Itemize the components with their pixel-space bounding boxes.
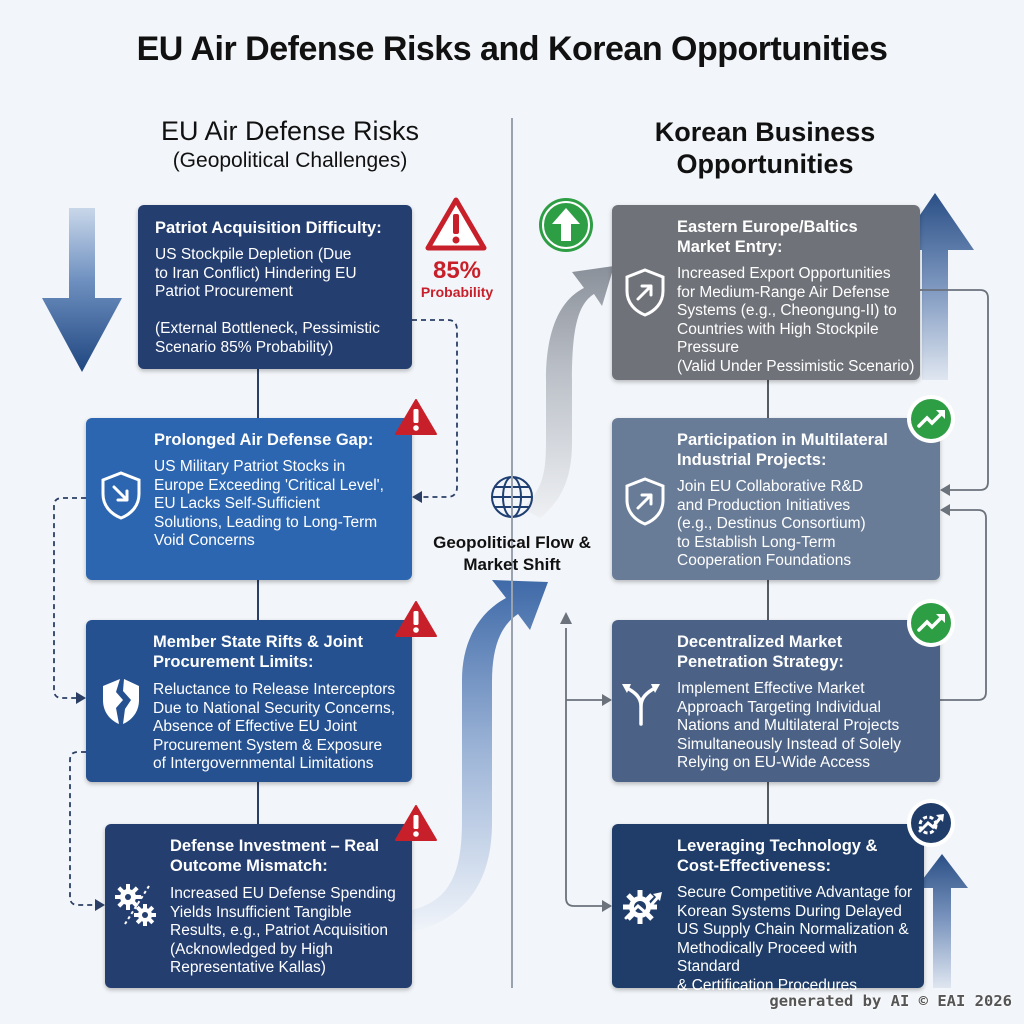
risk-title: Prolonged Air Defense Gap: xyxy=(154,431,374,449)
risk-title: Patriot Acquisition Difficulty: xyxy=(155,219,382,237)
split-arrows-icon xyxy=(622,684,660,726)
up-arrow-badge-icon xyxy=(539,198,593,252)
warning-icon xyxy=(395,601,437,637)
risk-text: US Stockpile Depletion (Due to Iran Conf… xyxy=(155,246,380,356)
opportunity-title: Leveraging Technology & Cost-Effectivene… xyxy=(677,837,878,875)
left-heading: EU Air Defense Risks xyxy=(160,116,420,146)
column-divider xyxy=(511,118,513,988)
trend-up-badge-icon xyxy=(907,599,955,647)
risk-card-investment-mismatch: Defense Investment – Real Outcome Mismat… xyxy=(105,824,412,988)
left-column-heading: EU Air Defense Risks (Geopolitical Chall… xyxy=(110,116,470,173)
flow-label: Geopolitical Flow & Market Shift xyxy=(433,533,591,574)
opportunity-text: Join EU Collaborative R&D and Production… xyxy=(677,478,866,569)
opportunity-title: Decentralized Market Penetration Strateg… xyxy=(677,633,844,671)
opportunity-text: Increased Export Opportunities for Mediu… xyxy=(677,265,915,375)
risk-text: US Military Patriot Stocks in Europe Exc… xyxy=(154,458,384,549)
risk-text: Increased EU Defense Spending Yields Ins… xyxy=(170,885,396,976)
opportunity-card-eastern-europe: Eastern Europe/Baltics Market Entry: Inc… xyxy=(612,205,920,380)
opportunity-text: Secure Competitive Advantage for Korean … xyxy=(677,884,913,994)
trend-up-badge-icon xyxy=(907,395,955,443)
opportunity-card-technology: Leveraging Technology & Cost-Effectivene… xyxy=(612,824,924,994)
gears-icon xyxy=(115,884,156,926)
opportunity-title: Participation in Multilateral Industrial… xyxy=(677,431,888,469)
flow-arrow-upper xyxy=(522,266,614,518)
risk-text: Reluctance to Release Interceptors Due t… xyxy=(153,681,396,772)
risk-card-member-state-rifts: Member State Rifts & Joint Procurement L… xyxy=(86,620,412,782)
gear-trend-icon xyxy=(623,890,662,924)
risk-title: Defense Investment – Real Outcome Mismat… xyxy=(170,837,380,875)
risk-card-patriot: Patriot Acquisition Difficulty: US Stock… xyxy=(138,205,412,369)
risk-card-air-defense-gap: Prolonged Air Defense Gap: US Military P… xyxy=(86,418,412,580)
warning-icon xyxy=(395,399,437,435)
big-down-arrow xyxy=(42,208,122,372)
left-subheading: (Geopolitical Challenges) xyxy=(172,149,408,172)
page-title: EU Air Defense Risks and Korean Opportun… xyxy=(136,30,888,68)
warning-icon xyxy=(395,805,437,841)
opportunity-card-decentralized-strategy: Decentralized Market Penetration Strateg… xyxy=(612,620,940,782)
warning-icon xyxy=(425,197,487,251)
risk-title: Member State Rifts & Joint Procurement L… xyxy=(153,633,363,671)
opportunity-title: Eastern Europe/Baltics Market Entry: xyxy=(677,218,858,256)
small-up-arrow xyxy=(916,854,968,988)
probability-label: Probability xyxy=(420,284,494,300)
right-column-heading: Korean Business Opportunities xyxy=(654,117,876,179)
gear-trend-badge-icon xyxy=(907,799,955,847)
probability-value: 85% xyxy=(432,257,482,284)
shield-down-icon xyxy=(101,471,141,520)
opportunity-card-multilateral-projects: Participation in Multilateral Industrial… xyxy=(612,418,940,580)
broken-shield-icon xyxy=(103,679,139,724)
opportunity-text: Implement Effective Market Approach Targ… xyxy=(677,680,902,771)
watermark: generated by AI © EAI 2026 xyxy=(769,992,1012,1010)
shield-up-icon xyxy=(625,268,665,317)
flow-arrow-lower xyxy=(412,580,548,932)
shield-up-icon xyxy=(625,477,665,526)
